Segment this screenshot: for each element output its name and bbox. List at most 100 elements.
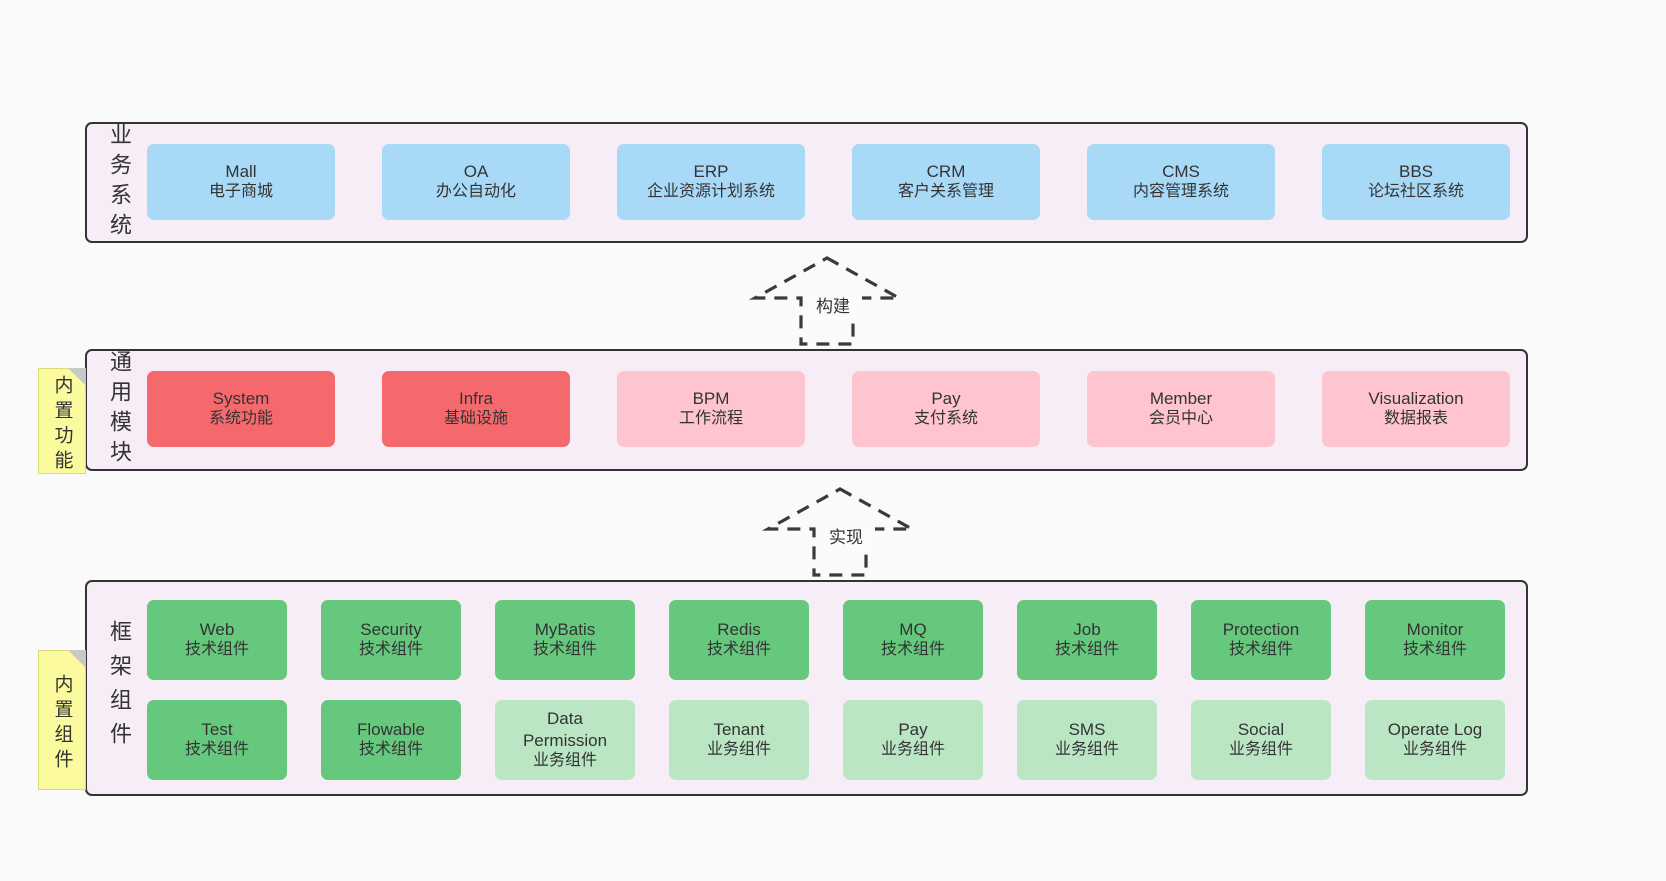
box-crm: CRM 客户关系管理: [852, 144, 1040, 220]
box-monitor: Monitor 技术组件: [1365, 600, 1505, 680]
box-mybatis: MyBatis 技术组件: [495, 600, 635, 680]
box-title: Social: [1237, 719, 1285, 739]
box-subtitle: 办公自动化: [435, 183, 516, 201]
box-title: System: [212, 388, 270, 408]
box-subtitle: 企业资源计划系统: [646, 183, 775, 201]
box-pay-module: Pay 支付系统: [852, 371, 1040, 447]
common-modules-row: System 系统功能 Infra 基础设施 BPM 工作流程 Pay 支付系统…: [147, 371, 1510, 447]
box-subtitle: 技术组件: [706, 641, 771, 659]
box-redis: Redis 技术组件: [669, 600, 809, 680]
box-subtitle: 系统功能: [208, 410, 273, 428]
box-title: Tenant: [713, 719, 765, 739]
up-arrow-dashed-implement: [762, 484, 922, 579]
box-subtitle: 工作流程: [678, 410, 743, 428]
box-job: Job 技术组件: [1017, 600, 1157, 680]
tag-label: 内置组件: [51, 674, 73, 774]
box-subtitle: 数据报表: [1383, 410, 1448, 428]
box-subtitle: 业务组件: [706, 741, 771, 759]
box-subtitle: 技术组件: [184, 641, 249, 659]
box-sms: SMS 业务组件: [1017, 700, 1157, 780]
box-title: CRM: [926, 161, 966, 181]
box-title: Data Permission: [522, 709, 608, 750]
tag-built-in-components: 内置组件: [38, 650, 86, 790]
box-title: Monitor: [1406, 619, 1464, 639]
box-subtitle: 业务组件: [532, 751, 597, 769]
box-title: Web: [199, 619, 235, 639]
box-subtitle: 技术组件: [1054, 641, 1119, 659]
box-data-permission: Data Permission 业务组件: [495, 700, 635, 780]
box-subtitle: 基础设施: [443, 410, 508, 428]
box-subtitle: 技术组件: [184, 741, 249, 759]
box-cms: CMS 内容管理系统: [1087, 144, 1275, 220]
section-label-business-systems: 业务系统: [107, 122, 132, 243]
box-subtitle: 客户关系管理: [897, 183, 994, 201]
section-framework-components: 框架组件 Web 技术组件 Security 技术组件 MyBatis 技术组件…: [85, 580, 1528, 796]
box-web: Web 技术组件: [147, 600, 287, 680]
box-visualization: Visualization 数据报表: [1322, 371, 1510, 447]
business-systems-row: Mall 电子商城 OA 办公自动化 ERP 企业资源计划系统 CRM 客户关系…: [147, 144, 1510, 220]
box-subtitle: 内容管理系统: [1132, 183, 1229, 201]
box-subtitle: 技术组件: [358, 641, 423, 659]
arrow-label-build: 构建: [804, 292, 862, 322]
box-subtitle: 业务组件: [1054, 741, 1119, 759]
box-title: Flowable: [356, 719, 426, 739]
box-title: Redis: [717, 619, 761, 639]
box-subtitle: 技术组件: [1228, 641, 1293, 659]
box-infra: Infra 基础设施: [382, 371, 570, 447]
box-title: Pay: [931, 388, 961, 408]
box-security: Security 技术组件: [321, 600, 461, 680]
box-bbs: BBS 论坛社区系统: [1322, 144, 1510, 220]
box-social: Social 业务组件: [1191, 700, 1331, 780]
section-label-common-modules: 通用模块: [107, 350, 132, 470]
box-subtitle: 技术组件: [1402, 641, 1467, 659]
biz-components-row: Test 技术组件 Flowable 技术组件 Data Permission …: [147, 700, 1505, 780]
box-title: BPM: [692, 388, 730, 408]
arrow-label-implement: 实现: [817, 523, 875, 553]
box-system: System 系统功能: [147, 371, 335, 447]
box-title: BBS: [1398, 161, 1434, 181]
box-title: SMS: [1068, 719, 1106, 739]
tech-components-row: Web 技术组件 Security 技术组件 MyBatis 技术组件 Redi…: [147, 600, 1505, 680]
box-title: CMS: [1162, 161, 1200, 181]
box-test: Test 技术组件: [147, 700, 287, 780]
tag-built-in-features: 内置功能: [38, 368, 86, 474]
box-subtitle: 论坛社区系统: [1367, 183, 1464, 201]
framework-components-grid: Web 技术组件 Security 技术组件 MyBatis 技术组件 Redi…: [147, 600, 1505, 780]
box-title: Test: [201, 719, 233, 739]
box-title: MQ: [899, 619, 927, 639]
up-arrow-icon: [762, 487, 919, 577]
box-subtitle: 业务组件: [1402, 741, 1467, 759]
box-member: Member 会员中心: [1087, 371, 1275, 447]
box-subtitle: 支付系统: [913, 410, 978, 428]
section-common-modules: 通用模块 System 系统功能 Infra 基础设施 BPM 工作流程 Pay…: [85, 349, 1528, 471]
up-arrow-dashed-build: [749, 253, 909, 348]
box-pay-component: Pay 业务组件: [843, 700, 983, 780]
box-title: MyBatis: [534, 619, 596, 639]
up-arrow-icon: [749, 256, 906, 346]
box-tenant: Tenant 业务组件: [669, 700, 809, 780]
box-subtitle: 技术组件: [880, 641, 945, 659]
box-subtitle: 电子商城: [208, 183, 273, 201]
section-label-framework-components: 框架组件: [107, 620, 132, 756]
tag-label: 内置功能: [51, 375, 73, 475]
box-erp: ERP 企业资源计划系统: [617, 144, 805, 220]
box-title: Security: [360, 619, 422, 639]
box-subtitle: 会员中心: [1148, 410, 1213, 428]
section-business-systems: 业务系统 Mall 电子商城 OA 办公自动化 ERP 企业资源计划系统 CRM…: [85, 122, 1528, 243]
box-title: OA: [463, 161, 489, 181]
box-flowable: Flowable 技术组件: [321, 700, 461, 780]
box-subtitle: 业务组件: [880, 741, 945, 759]
box-title: Infra: [458, 388, 494, 408]
box-bpm: BPM 工作流程: [617, 371, 805, 447]
box-subtitle: 业务组件: [1228, 741, 1293, 759]
box-title: Operate Log: [1387, 719, 1483, 739]
box-mall: Mall 电子商城: [147, 144, 335, 220]
box-title: Visualization: [1368, 388, 1464, 408]
box-protection: Protection 技术组件: [1191, 600, 1331, 680]
box-title: ERP: [693, 161, 729, 181]
box-oa: OA 办公自动化: [382, 144, 570, 220]
box-title: Mall: [225, 161, 257, 181]
box-subtitle: 技术组件: [358, 741, 423, 759]
box-title: Pay: [898, 719, 928, 739]
box-title: Member: [1149, 388, 1213, 408]
